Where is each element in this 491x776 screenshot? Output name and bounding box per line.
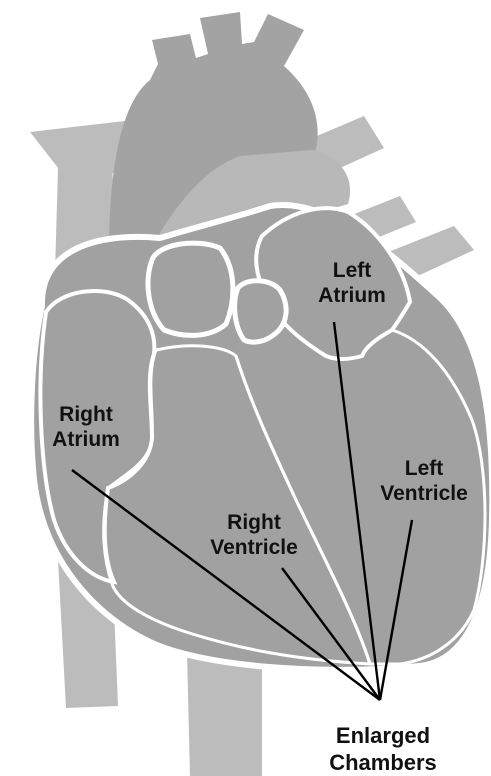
label-left-atrium-line1: Left <box>306 258 398 283</box>
label-left-ventricle-line1: Left <box>366 456 482 481</box>
label-right-atrium: Right Atrium <box>38 402 134 452</box>
label-right-atrium-line2: Atrium <box>38 427 134 452</box>
label-left-atrium: Left Atrium <box>306 258 398 308</box>
label-enlarged-chambers: Enlarged Chambers <box>308 722 458 776</box>
label-left-atrium-line2: Atrium <box>306 283 398 308</box>
label-left-ventricle-line2: Ventricle <box>366 481 482 506</box>
aortic-valve <box>148 243 233 335</box>
pulmonary-valve <box>235 281 286 342</box>
label-right-atrium-line1: Right <box>38 402 134 427</box>
label-right-ventricle-line1: Right <box>196 510 312 535</box>
label-right-ventricle: Right Ventricle <box>196 510 312 560</box>
label-right-ventricle-line2: Ventricle <box>196 535 312 560</box>
label-enlarged-chambers-line2: Chambers <box>308 749 458 776</box>
label-enlarged-chambers-line1: Enlarged <box>308 722 458 749</box>
label-left-ventricle: Left Ventricle <box>366 456 482 506</box>
